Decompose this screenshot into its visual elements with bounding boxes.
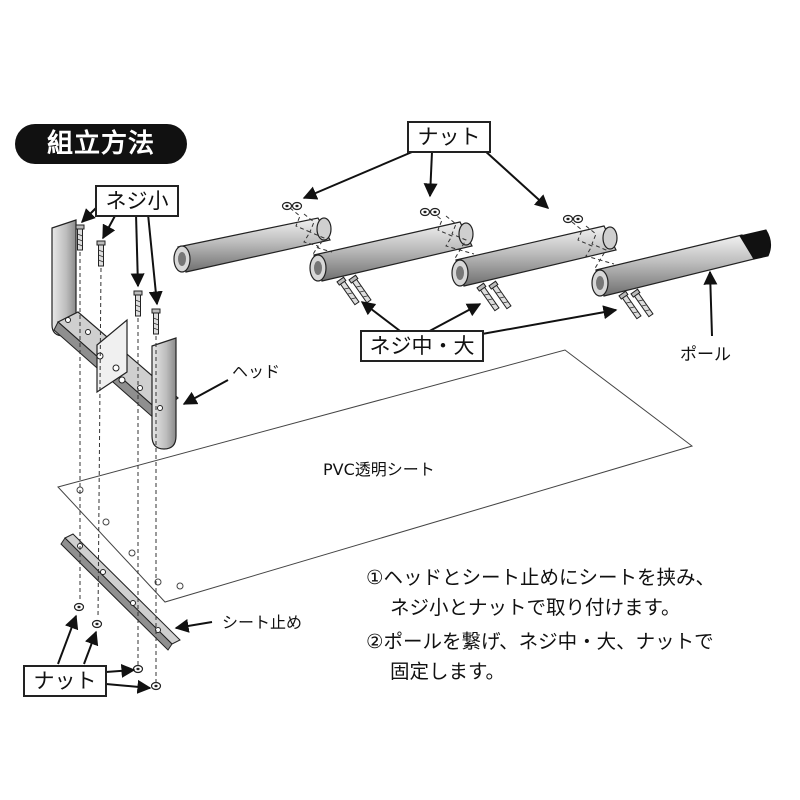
screw-mid-large-label: ネジ中・大: [360, 330, 484, 362]
pole-segment: [451, 225, 618, 287]
pole-segment: [309, 221, 474, 282]
sheet-stopper-bar: [60, 533, 181, 651]
nut-label-bottom: ナット: [23, 665, 107, 697]
head-bracket: [51, 219, 179, 450]
pole-label: ポール: [680, 345, 731, 365]
sheet-stopper-label: シート止め: [222, 613, 303, 632]
guide-lines: [79, 252, 157, 682]
small-screws: [75, 224, 161, 335]
pole-segment: [591, 229, 772, 297]
pole-segments: [173, 217, 772, 297]
instruction-step2-line1: ②ポールを繋げ、ネジ中・大、ナットで: [366, 630, 714, 653]
callout-arrows: [57, 149, 718, 694]
screw-small-label: ネジ小: [95, 185, 179, 217]
page-title: 組立方法: [15, 124, 187, 164]
pvc-sheet-label: PVC透明シート: [323, 460, 435, 479]
instruction-step1-line2: ネジ小とナットで取り付けます。: [390, 596, 681, 619]
pole-join-guides: [289, 207, 615, 271]
pvc-sheet-shape: [57, 349, 694, 603]
nut-label-top: ナット: [407, 121, 491, 153]
instruction-step2-line2: 固定します。: [390, 660, 506, 683]
pole-segment: [173, 217, 332, 273]
head-label: ヘッド: [232, 362, 281, 381]
instruction-step1-line1: ①ヘッドとシート止めにシートを挟み、: [366, 566, 715, 589]
